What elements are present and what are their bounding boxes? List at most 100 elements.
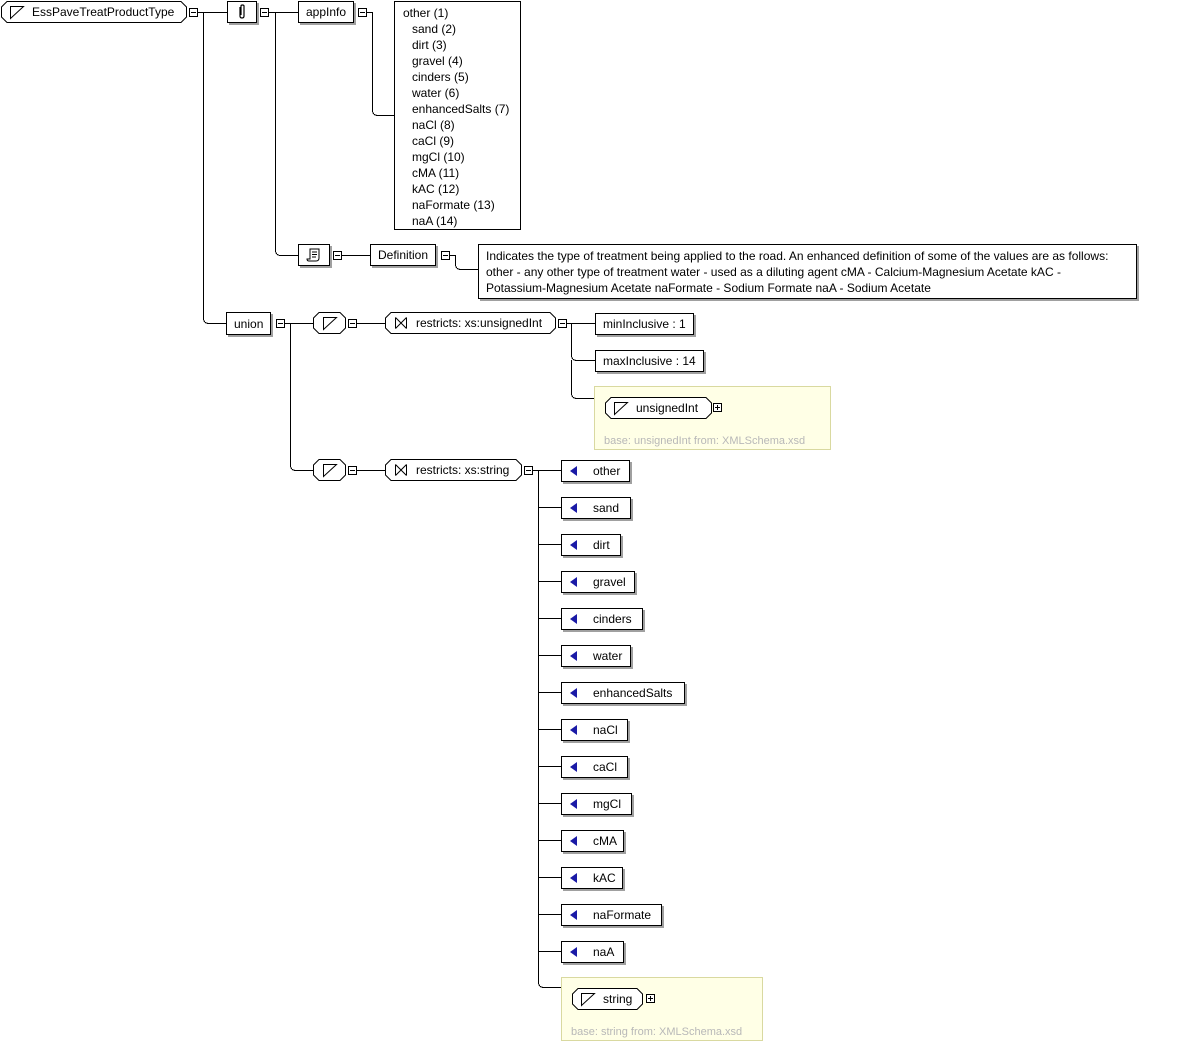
int-restriction-toggle[interactable] — [558, 319, 567, 328]
appinfo-line: mgCl (10) — [412, 150, 465, 164]
enumeration-water[interactable]: water — [561, 645, 631, 667]
enumeration-dirt[interactable]: dirt — [561, 534, 621, 556]
appinfo-label: appInfo — [306, 5, 347, 19]
enumeration-icon — [570, 614, 577, 624]
enumeration-icon — [570, 651, 577, 661]
enumeration-label: naFormate — [593, 908, 652, 922]
enumeration-label: sand — [593, 501, 620, 515]
string-type-name: string — [603, 992, 633, 1006]
appinfo-line: cMA (11) — [412, 166, 460, 180]
unsignedint-type-name: unsignedInt — [636, 401, 699, 415]
union-node[interactable]: union — [226, 312, 272, 335]
string-base-type-box: string base: string from: XMLSchema.xsd — [561, 977, 763, 1041]
root-type-name: EssPaveTreatProductType — [32, 5, 175, 19]
int-base-note: base: unsignedInt from: XMLSchema.xsd — [604, 435, 806, 447]
enumeration-icon — [570, 799, 577, 809]
appinfo-line: water (6) — [412, 86, 460, 100]
appinfo-content: other (1)sand (2)dirt (3)gravel (4)cinde… — [394, 1, 521, 230]
appinfo-line: cinders (5) — [412, 70, 469, 84]
enumeration-icon — [570, 910, 577, 920]
string-base-note: base: string from: XMLSchema.xsd — [571, 1026, 743, 1038]
enumeration-label: enhancedSalts — [593, 686, 673, 700]
int-simple-type-node[interactable] — [313, 312, 346, 334]
unsignedint-type-node[interactable]: unsignedInt — [605, 397, 712, 419]
enumeration-icon — [570, 873, 577, 883]
appinfo-line: naFormate (13) — [412, 198, 495, 212]
string-type-node[interactable]: string — [572, 988, 643, 1010]
enumeration-label: gravel — [593, 575, 626, 589]
appinfo-line: dirt (3) — [412, 38, 447, 52]
enumeration-label: cMA — [593, 834, 617, 848]
enumeration-icon — [570, 725, 577, 735]
enumeration-label: dirt — [593, 538, 610, 552]
union-collapse-toggle[interactable] — [276, 319, 285, 328]
appinfo-line: naCl (8) — [412, 118, 455, 132]
enumeration-enhancedSalts[interactable]: enhancedSalts — [561, 682, 685, 704]
facet-max-inclusive[interactable]: maxInclusive : 14 — [595, 350, 704, 372]
unsignedint-expand-toggle[interactable] — [713, 403, 722, 412]
enumeration-icon — [570, 836, 577, 846]
appinfo-collapse-toggle[interactable] — [358, 8, 367, 17]
root-collapse-toggle[interactable] — [189, 8, 198, 17]
definition-line: Potassium-Magnesium Acetate naFormate - … — [486, 281, 931, 295]
enumeration-icon — [570, 577, 577, 587]
scroll-document-icon — [306, 248, 320, 262]
string-expand-toggle[interactable] — [646, 994, 655, 1003]
definition-collapse-toggle[interactable] — [441, 251, 450, 260]
simple-type-icon — [614, 402, 629, 416]
string-restriction-node[interactable]: restricts: xs:string — [385, 459, 522, 481]
restriction-icon — [395, 464, 407, 476]
definition-text: Indicates the type of treatment being ap… — [478, 244, 1137, 299]
facet-label: maxInclusive : 14 — [603, 354, 696, 368]
documentation-collapse-toggle[interactable] — [333, 251, 342, 260]
string-restriction-toggle[interactable] — [524, 466, 533, 475]
enumeration-icon — [570, 503, 577, 513]
definition-line: other - any other type of treatment wate… — [486, 265, 1061, 279]
string-restriction-label: restricts: xs:string — [416, 463, 510, 477]
paperclip-icon — [239, 4, 245, 19]
string-simple-type-node[interactable] — [313, 459, 346, 481]
annotation-collapse-toggle[interactable] — [260, 8, 269, 17]
root-type-node[interactable]: EssPaveTreatProductType — [1, 1, 187, 23]
union-label: union — [234, 316, 264, 331]
appinfo-line: gravel (4) — [412, 54, 463, 68]
enumeration-cMA[interactable]: cMA — [561, 830, 624, 852]
enumeration-label: naCl — [593, 723, 618, 737]
enumeration-icon — [570, 947, 577, 957]
definition-node[interactable]: Definition — [370, 244, 437, 266]
definition-line: Indicates the type of treatment being ap… — [486, 249, 1109, 263]
enumeration-label: naA — [593, 945, 615, 959]
appinfo-line: caCl (9) — [412, 134, 455, 148]
enumeration-icon — [570, 688, 577, 698]
simple-type-icon — [323, 464, 338, 478]
int-base-type-box: unsignedInt base: unsignedInt from: XMLS… — [594, 386, 831, 450]
enumeration-label: water — [593, 649, 623, 663]
enumeration-mgCl[interactable]: mgCl — [561, 793, 632, 815]
appinfo-line: other (1) — [403, 6, 449, 20]
enumeration-cinders[interactable]: cinders — [561, 608, 643, 630]
facet-label: minInclusive : 1 — [603, 317, 686, 331]
enumeration-other[interactable]: other — [561, 460, 630, 482]
appinfo-node[interactable]: appInfo — [298, 1, 355, 23]
facet-min-inclusive[interactable]: minInclusive : 1 — [595, 313, 694, 335]
enumeration-label: mgCl — [593, 797, 622, 811]
simple-type-icon — [581, 993, 596, 1007]
enumeration-icon — [570, 540, 577, 550]
documentation-node[interactable] — [298, 244, 330, 266]
appinfo-line: naA (14) — [412, 214, 458, 228]
definition-label: Definition — [378, 248, 429, 262]
annotation-node[interactable] — [227, 1, 257, 23]
enumeration-naA[interactable]: naA — [561, 941, 624, 963]
enumeration-icon — [570, 466, 577, 476]
enumeration-caCl[interactable]: caCl — [561, 756, 628, 778]
int-simple-type-toggle[interactable] — [348, 319, 357, 328]
string-simple-type-toggle[interactable] — [348, 466, 357, 475]
enumeration-naCl[interactable]: naCl — [561, 719, 628, 741]
restriction-icon — [395, 317, 407, 329]
enumeration-gravel[interactable]: gravel — [561, 571, 635, 593]
int-restriction-node[interactable]: restricts: xs:unsignedInt — [385, 312, 556, 334]
enumeration-sand[interactable]: sand — [561, 497, 631, 519]
enumeration-naFormate[interactable]: naFormate — [561, 904, 662, 926]
enumeration-kAC[interactable]: kAC — [561, 867, 623, 889]
